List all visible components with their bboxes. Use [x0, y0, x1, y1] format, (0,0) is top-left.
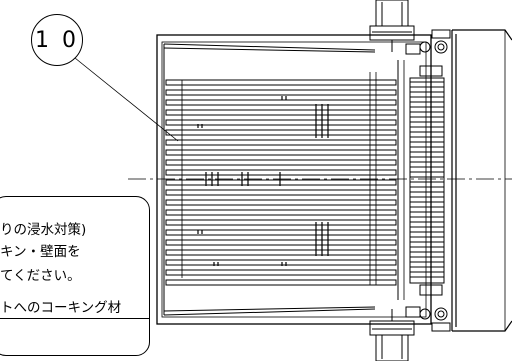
body-outer-frame	[156, 34, 432, 325]
leader-line	[74, 57, 179, 142]
louvre-slat	[165, 279, 397, 286]
body-inner-frame	[161, 41, 427, 318]
louvre-slat	[165, 219, 397, 226]
right-grille-frame	[409, 77, 445, 284]
louvre-slat	[165, 139, 397, 146]
note-callout-box	[0, 196, 150, 356]
louvre-slat	[165, 229, 397, 236]
part-number-label: 1 0	[35, 27, 79, 53]
louvre-slat	[165, 119, 397, 126]
louvre-slat	[165, 109, 397, 116]
note-line-4: トへのコーキング材	[0, 300, 122, 316]
note-line-3: てください。	[0, 268, 81, 284]
bottom-taper-line	[163, 308, 376, 316]
note-line-2: キン・壁面を	[0, 244, 81, 260]
louvre-slat	[165, 239, 397, 246]
louvre-slat	[165, 99, 397, 106]
louvre-slat	[165, 129, 397, 136]
louvre-slat	[165, 89, 397, 96]
top-taper-line-2	[163, 47, 376, 53]
louvre-slat	[165, 179, 397, 186]
fasteners	[419, 29, 451, 332]
right-grille	[410, 81, 444, 278]
louvre-slat	[165, 149, 397, 156]
top-clamp	[369, 0, 421, 55]
bottom-taper-line-2	[163, 306, 376, 312]
louvre-slat	[165, 259, 397, 266]
note-divider	[0, 318, 150, 319]
louvre-slat	[165, 189, 397, 196]
louvre-slat	[165, 209, 397, 216]
louvre-slat	[165, 249, 397, 256]
note-line-1: りの浸水対策)	[0, 222, 87, 238]
part-number-balloon: 1 0	[31, 14, 83, 66]
louvre-tick-marks	[197, 96, 329, 266]
louvre-group	[165, 79, 397, 286]
top-taper-line	[163, 43, 376, 51]
louvre-slat	[165, 79, 397, 86]
hood	[451, 29, 512, 332]
louvre-slat	[165, 169, 397, 176]
louvre-slat	[165, 159, 397, 166]
bottom-clamp	[369, 306, 421, 361]
louvre-slat	[165, 199, 397, 206]
louvre-slat	[165, 269, 397, 276]
